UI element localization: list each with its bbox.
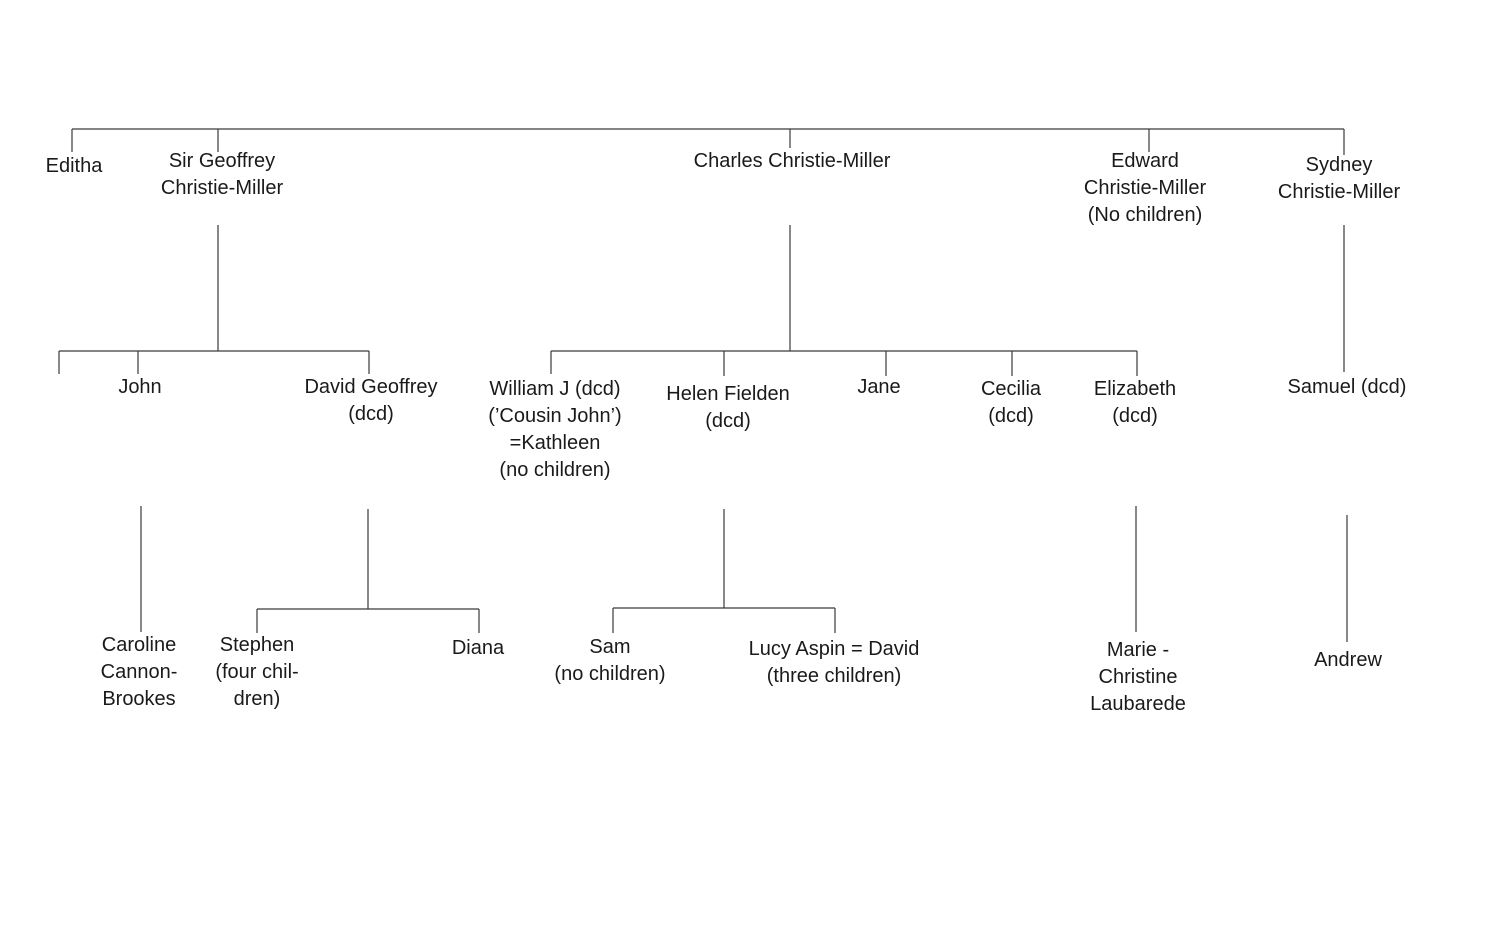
node-sydney: Sydney Christie-Miller [1278, 152, 1400, 206]
node-marie-christine: Marie - Christine Laubarede [1090, 637, 1186, 718]
name-line: (no children) [499, 459, 611, 481]
name-line: Cecilia [980, 378, 1042, 400]
name-line: David Geoffrey [304, 376, 438, 398]
name-line: Editha [45, 155, 103, 177]
node-charles: Charles Christie-Miller [694, 148, 891, 175]
name-line: Laubarede [1090, 693, 1186, 715]
name-line: Elizabeth [1093, 378, 1177, 400]
name-line: Lucy Aspin = David [748, 638, 920, 660]
name-line: Charles Christie-Miller [693, 150, 891, 172]
name-line: (dcd) [1112, 405, 1158, 427]
name-line: Diana [451, 637, 505, 659]
name-line: Stephen [219, 634, 295, 656]
node-william: William J (dcd) (’Cousin John’) =Kathlee… [488, 376, 621, 484]
name-line: Jane [857, 376, 901, 398]
node-cecilia: Cecilia (dcd) [981, 376, 1041, 430]
name-line: Sir Geoffrey [168, 150, 276, 172]
node-edward: Edward Christie-Miller (No children) [1084, 148, 1206, 229]
name-line: dren) [233, 688, 281, 710]
name-line: Christie-Miller [160, 177, 284, 199]
node-stephen: Stephen (four chil- dren) [215, 632, 298, 713]
name-line: Andrew [1314, 649, 1382, 671]
name-line: Helen Fielden [666, 383, 790, 405]
node-lucy-aspin: Lucy Aspin = David (three children) [749, 636, 920, 690]
node-sir-geoffrey: Sir Geoffrey Christie-Miller [161, 148, 283, 202]
name-line: Edward [1111, 150, 1179, 172]
name-line: (dcd) [348, 403, 394, 425]
node-editha: Editha [46, 153, 103, 180]
node-elizabeth: Elizabeth (dcd) [1094, 376, 1176, 430]
name-line: Christie-Miller [1083, 177, 1207, 199]
name-line: (four chil- [215, 661, 299, 683]
name-line: Cannon- [100, 661, 178, 683]
node-john: John [118, 374, 161, 401]
name-line: Christie-Miller [1277, 181, 1401, 203]
node-helen: Helen Fielden (dcd) [666, 381, 789, 435]
name-line: Caroline [101, 634, 177, 656]
node-david-geoffrey: David Geoffrey (dcd) [304, 374, 437, 428]
name-line: William J (dcd) [489, 378, 621, 400]
name-line: Sydney [1305, 154, 1373, 176]
name-line: (three children) [766, 665, 902, 687]
node-andrew: Andrew [1314, 647, 1382, 674]
name-line: Marie - [1106, 639, 1170, 661]
node-diana: Diana [452, 635, 504, 662]
name-line: John [118, 376, 162, 398]
name-line: Samuel (dcd) [1287, 376, 1407, 398]
node-jane: Jane [857, 374, 900, 401]
node-sam: Sam (no children) [554, 634, 665, 688]
name-line: Sam [589, 636, 631, 658]
name-line: (dcd) [705, 410, 751, 432]
name-line: (dcd) [988, 405, 1034, 427]
name-line: Christine [1098, 666, 1178, 688]
name-line: (no children) [554, 663, 666, 685]
name-line: =Kathleen [509, 432, 601, 454]
name-line: Brookes [102, 688, 176, 710]
node-caroline: Caroline Cannon- Brookes [101, 632, 178, 713]
name-line: (No children) [1087, 204, 1203, 226]
node-samuel: Samuel (dcd) [1288, 374, 1407, 401]
name-line: (’Cousin John’) [488, 405, 622, 427]
